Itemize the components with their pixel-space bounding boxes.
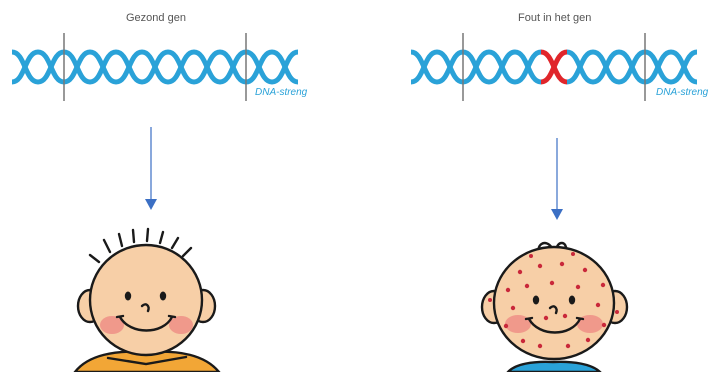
healthy-child-illustration bbox=[75, 229, 219, 372]
mutation-segment bbox=[541, 52, 567, 82]
left-strand-label: DNA-streng bbox=[255, 87, 307, 98]
right-strand-label: DNA-streng bbox=[656, 87, 708, 98]
left-dna-strand bbox=[12, 52, 298, 82]
left-arrow bbox=[145, 127, 157, 210]
sick-child-illustration bbox=[482, 243, 627, 372]
right-arrow bbox=[551, 138, 563, 220]
